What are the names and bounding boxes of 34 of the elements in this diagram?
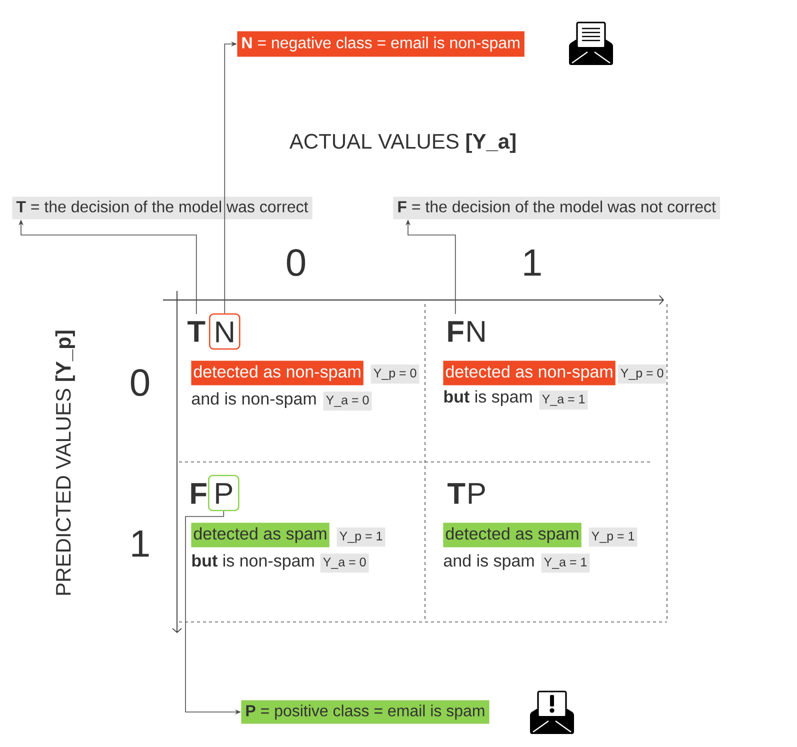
- heading-letter: F: [448, 321, 464, 342]
- cell-text: but is non-spam: [192, 554, 314, 570]
- cell-text: and is non-spam: [192, 392, 316, 408]
- highlighted-text: detected as spam: [191, 522, 330, 548]
- value-tag: Y_a = 1: [539, 390, 588, 410]
- axis-value: 0: [130, 369, 150, 396]
- definition-box: T = the decision of the model was correct: [12, 196, 312, 220]
- value-tag: Y_p = 0: [618, 364, 666, 384]
- cell-text: but is spam: [444, 390, 532, 406]
- value-tag: Y_p = 1: [588, 527, 638, 547]
- axis-title: ACTUAL VALUES [Y_a]: [289, 133, 516, 153]
- boxed-letter: P: [208, 474, 240, 512]
- heading-letter: T: [188, 321, 206, 342]
- axis-value: 1: [524, 250, 541, 276]
- axis-title: PREDICTED VALUES [Y_p]: [55, 330, 75, 595]
- heading-letter: T: [448, 483, 466, 504]
- axis-value: 0: [286, 249, 306, 276]
- value-tag: Y_a = 1: [541, 553, 590, 573]
- value-tag: Y_a = 0: [323, 391, 372, 411]
- highlighted-text: detected as spam: [443, 522, 582, 548]
- highlighted-text: detected as non-spam: [191, 360, 364, 386]
- definition-box: N = negative class = email is non-spam: [237, 31, 524, 57]
- value-tag: Y_p = 1: [336, 527, 386, 547]
- heading-letter: P: [468, 483, 485, 504]
- definition-box: F = the decision of the model was not correct: [393, 196, 720, 220]
- heading-letter: F: [191, 483, 206, 504]
- highlighted-text: detected as non-spam: [443, 360, 616, 386]
- definition-box: P = positive class = email is spam: [241, 700, 490, 724]
- axis-value: 1: [132, 530, 149, 557]
- heading-letter: N: [468, 321, 484, 342]
- cell-text: and is spam: [444, 554, 534, 570]
- boxed-letter: N: [209, 313, 240, 350]
- value-tag: Y_p = 0: [370, 364, 420, 384]
- value-tag: Y_a = 0: [320, 553, 369, 573]
